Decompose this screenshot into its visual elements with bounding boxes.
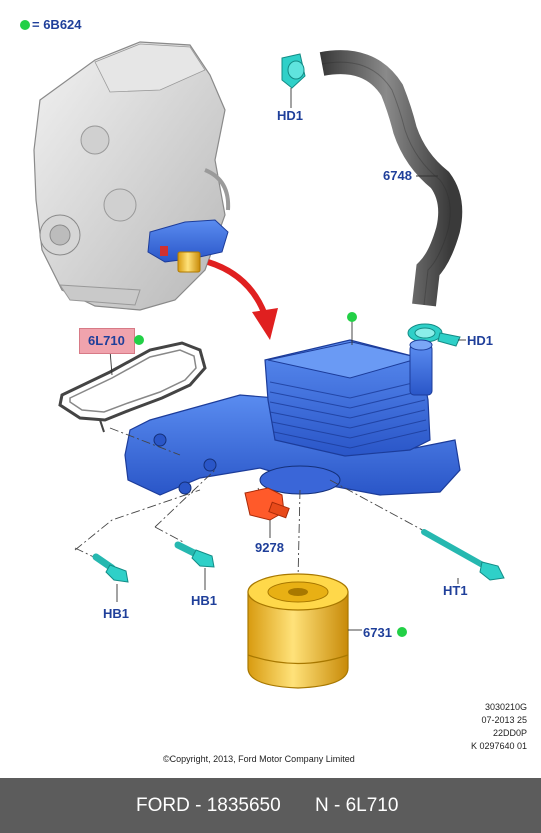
reference-block: 3030210G 07-2013 25 22DD0P K 0297640 01	[471, 701, 527, 753]
hose-clip-top	[281, 53, 306, 89]
callout-hb1-left: HB1	[103, 606, 130, 621]
filter-marker	[397, 627, 407, 637]
exploded-parts-diagram	[33, 41, 505, 689]
footer-bar: FORD - 1835650 N - 6L710	[0, 778, 541, 833]
callout-sensor-9278: 9278	[255, 540, 284, 555]
callout-leaders	[109, 88, 466, 631]
oil-cooler-housing	[124, 339, 461, 496]
reference-line: K 0297640 01	[470, 741, 527, 751]
oil-cooler-gasket	[58, 341, 207, 433]
callout-ht1: HT1	[443, 583, 468, 598]
legend-reference: = 6B624	[32, 17, 82, 32]
callout-filter-6731: 6731	[363, 625, 392, 640]
footer-part-code: N - 6L710	[315, 795, 399, 816]
red-location-arrow	[207, 259, 278, 340]
callout-hose-6748: 6748	[383, 168, 412, 183]
footer-part-number: FORD - 1835650	[136, 795, 281, 816]
hose-clip-bottom	[407, 323, 461, 347]
legend-marker	[20, 20, 30, 30]
oil-cooler-marker	[347, 312, 357, 322]
oil-pressure-sensor	[244, 487, 290, 521]
copyright-notice: ©Copyright, 2013, Ford Motor Company Lim…	[163, 754, 355, 764]
callout-hd1-right: HD1	[467, 333, 494, 348]
callout-hb1-mid: HB1	[191, 593, 218, 608]
gasket-marker	[134, 335, 144, 345]
engine-assembly	[33, 41, 231, 311]
oil-filter	[247, 573, 349, 689]
bolt-hb1-left	[92, 553, 129, 583]
stud-ht1	[421, 529, 505, 581]
reference-line: 07-2013 25	[481, 715, 527, 725]
reference-line: 22DD0P	[492, 728, 527, 738]
bolt-hb1-mid	[174, 541, 215, 568]
callout-gasket-6l710: 6L710	[88, 333, 125, 348]
callout-hd1-top: HD1	[277, 108, 304, 123]
reference-line: 3030210G	[484, 702, 527, 712]
oil-hose	[319, 50, 463, 307]
